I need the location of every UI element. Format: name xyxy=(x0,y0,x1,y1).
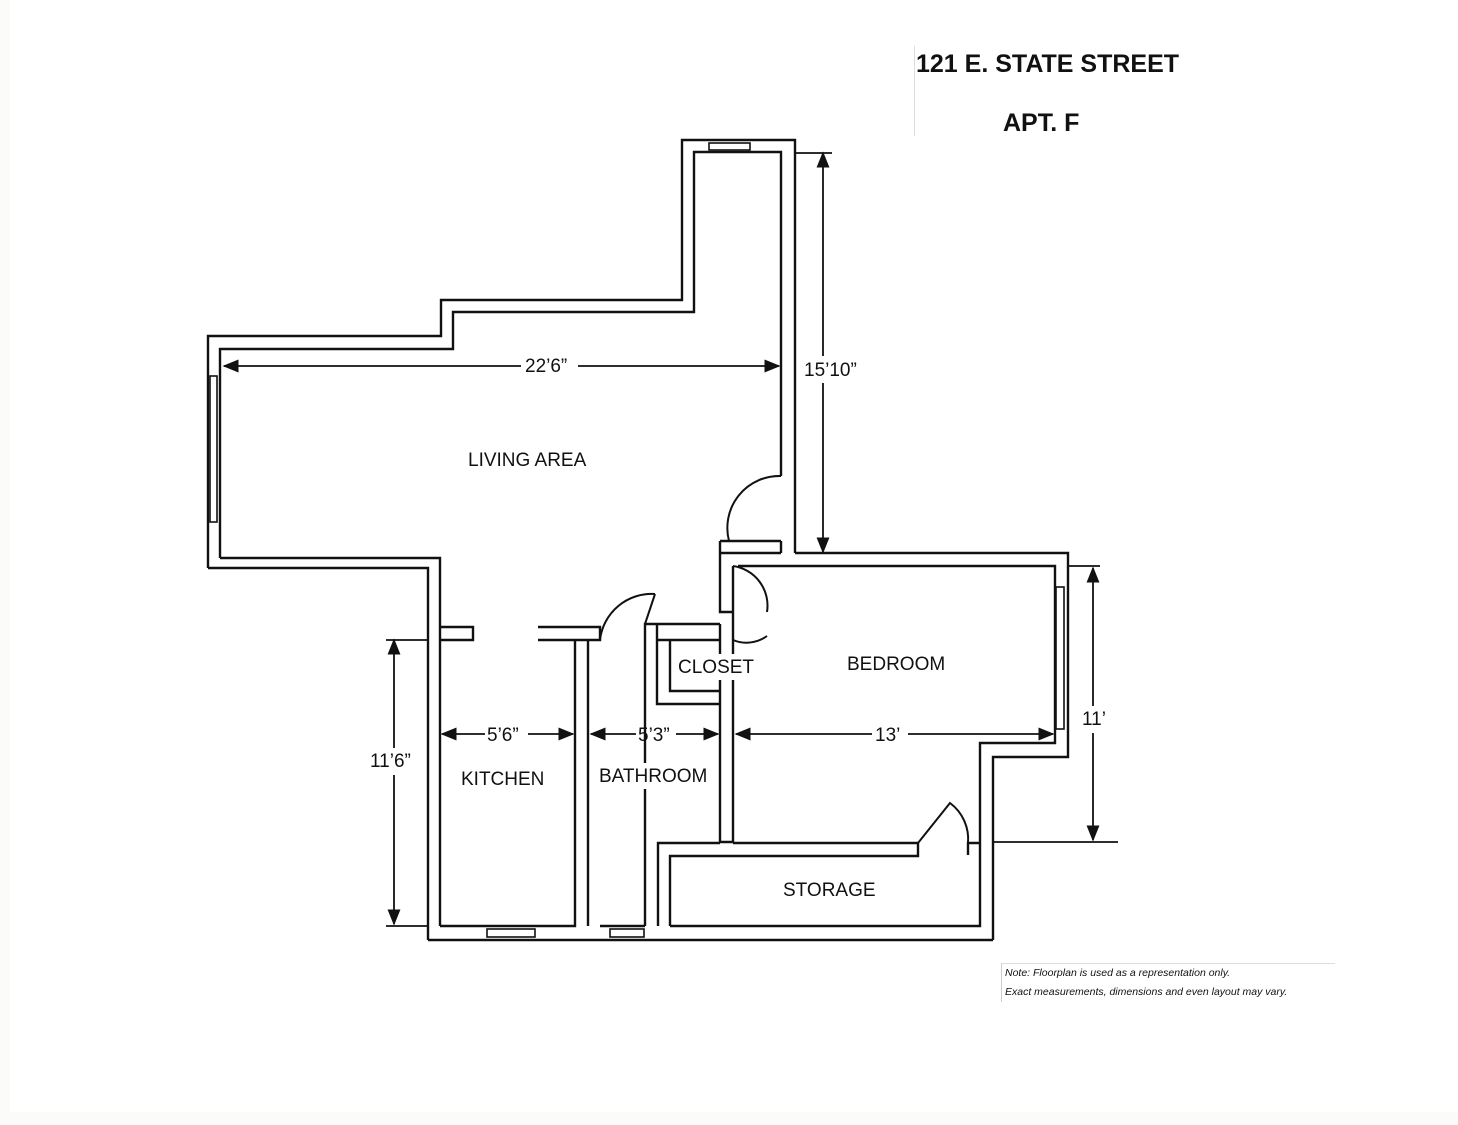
dim-living-depth: 15’10” xyxy=(804,360,857,381)
interior-walls xyxy=(440,539,982,928)
door-swings xyxy=(599,474,970,844)
note-line-2: Exact measurements, dimensions and even … xyxy=(1005,986,1288,998)
unit-title: APT. F xyxy=(1003,109,1080,137)
dim-kitchen-width: 5’6” xyxy=(487,725,519,746)
room-label-living-area: LIVING AREA xyxy=(468,450,587,471)
dim-living-width: 22’6” xyxy=(525,356,567,377)
dim-bedroom-width: 13’ xyxy=(875,725,900,746)
dim-bathroom-width: 5’3” xyxy=(638,725,670,746)
room-label-closet: CLOSET xyxy=(678,657,754,678)
room-label-bedroom: BEDROOM xyxy=(847,654,945,675)
room-label-storage: STORAGE xyxy=(783,880,876,901)
title-block xyxy=(914,46,1165,136)
dimension-labels: 22’6” 15’10” 11’6” 5’6” 5’3” 13’ 11’ xyxy=(367,356,1112,773)
dim-kitchen-depth: 11’6” xyxy=(370,751,411,772)
dim-bedroom-depth: 11’ xyxy=(1082,709,1106,730)
note-line-1: Note: Floorplan is used as a representat… xyxy=(1005,967,1231,979)
address-title: 121 E. STATE STREET xyxy=(916,50,1180,78)
room-label-kitchen: KITCHEN xyxy=(461,769,544,790)
windows xyxy=(209,142,1065,938)
room-labels: LIVING AREA CLOSET BEDROOM KITCHEN BATHR… xyxy=(457,446,946,903)
disclaimer-note: Note: Floorplan is used as a representat… xyxy=(1001,963,1335,1002)
room-label-bathroom: BATHROOM xyxy=(599,766,707,787)
dimension-lines xyxy=(222,151,1118,927)
exterior-walls xyxy=(206,138,1070,942)
